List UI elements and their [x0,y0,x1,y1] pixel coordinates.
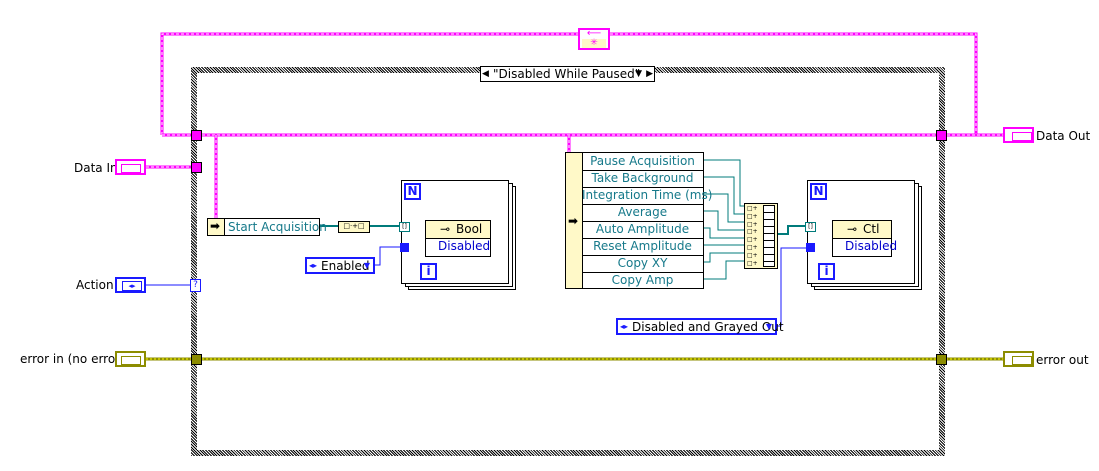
unbundle-side: ➡ [566,153,583,288]
array-output-icon [763,205,775,267]
loop-count-terminal: N [810,183,827,200]
data-in-label: Data In [74,161,118,175]
error-out-terminal[interactable] [1003,351,1034,367]
ref-average[interactable]: Average [582,204,703,222]
enum-arrows-icon: ◂▸ [620,322,629,331]
loop-iteration-terminal: i [818,263,835,280]
error-in-label: error in (no error) [20,352,125,366]
cluster-icon [1012,132,1032,141]
enum-icon: ◂▸ [122,281,142,291]
case-selector-label: "Disabled While Paused" [493,67,641,81]
ref-reset-amplitude[interactable]: Reset Amplitude [582,238,703,256]
tunnel-shift-left [191,130,202,141]
property-class-label: Bool [456,222,483,236]
arrow-right-icon: ➡ [568,214,579,228]
loop-iteration-terminal: i [420,263,437,280]
tunnel-data-in [191,162,202,173]
enabled-enum-constant[interactable]: ◂▸ Enabled ▼ [305,257,375,274]
start-acquisition-ref[interactable]: ➡ Start Acquisition [207,218,327,236]
ref-auto-amplitude[interactable]: Auto Amplitude [582,221,703,239]
build-array-right[interactable]: □+□+□+□+□+□+□+□+ [744,203,778,269]
enabled-enum-value: Enabled [321,259,370,273]
dropdown-icon[interactable]: ▼ [765,322,772,331]
enum-tunnel-right [806,243,815,252]
case-next-arrow-icon[interactable]: ▶ [646,69,653,79]
error-cluster-icon [121,356,141,365]
build-array-inputs: □+□+□+□+□+□+□+□+ [747,205,758,267]
control-refs-cluster[interactable]: ➡ Pause Acquisition Take Background Inte… [565,152,712,289]
data-in-terminal[interactable] [115,159,146,175]
enum-arrows-icon: ◂▸ [309,261,318,270]
error-cluster-icon [1012,356,1032,365]
error-in-terminal[interactable] [115,351,146,367]
cluster-wire-loop [160,32,978,135]
enum-tunnel-left [400,243,409,252]
tunnel-error-in [191,354,202,365]
error-out-label: error out [1036,353,1089,367]
action-label: Action [76,278,114,292]
action-terminal[interactable]: ◂▸ [115,277,146,293]
case-selector-terminal: ? [190,279,201,292]
loop-count-terminal: N [404,183,421,200]
ref-copy-amp[interactable]: Copy Amp [611,273,674,287]
start-acquisition-label: Start Acquisition [228,220,327,234]
feedback-node[interactable]: ⟵ ✳ [578,28,610,50]
dropdown-icon[interactable]: ▼ [363,261,370,270]
disabled-grayed-enum-constant[interactable]: ◂▸ Disabled and Grayed Out ▼ [616,318,784,335]
ref-integration-time[interactable]: Integration Time (ms) [582,187,712,205]
feedback-init-icon: ✳ [582,39,606,48]
case-selector[interactable]: ◀ "Disabled While Paused" ▼ ▶ [480,66,655,82]
build-array-left[interactable]: □·+□ [338,221,370,233]
ref-key-icon: ⊸ [847,222,858,236]
property-node-header: ⊸ Bool [426,221,490,239]
tunnel-shift-right [936,130,947,141]
cluster-icon [121,164,141,173]
unbundle-side: ➡ [208,219,225,235]
ref-take-background[interactable]: Take Background [582,170,703,188]
property-node-bool[interactable]: ⊸ Bool Disabled [425,220,491,257]
data-out-terminal[interactable] [1003,127,1034,143]
property-class-label: Ctl [863,222,880,236]
ref-copy-xy[interactable]: Copy XY [582,255,703,273]
case-prev-arrow-icon[interactable]: ◀ [482,69,489,79]
disabled-grayed-enum-value: Disabled and Grayed Out [632,320,784,334]
case-dropdown-icon[interactable]: ▼ [635,69,642,79]
property-disabled-label[interactable]: Disabled [845,239,898,253]
tunnel-error-out [936,354,947,365]
autoindex-tunnel-right: [] [805,222,816,232]
property-node-ctl[interactable]: ⊸ Ctl Disabled [832,220,898,257]
ref-key-icon: ⊸ [440,222,451,236]
property-node-header: ⊸ Ctl [833,221,891,239]
property-disabled-label[interactable]: Disabled [438,239,491,253]
autoindex-tunnel-left: [] [399,222,410,232]
ref-pause-acquisition[interactable]: Pause Acquisition [582,153,703,171]
arrow-right-icon: ➡ [210,219,221,233]
data-out-label: Data Out [1036,129,1091,143]
